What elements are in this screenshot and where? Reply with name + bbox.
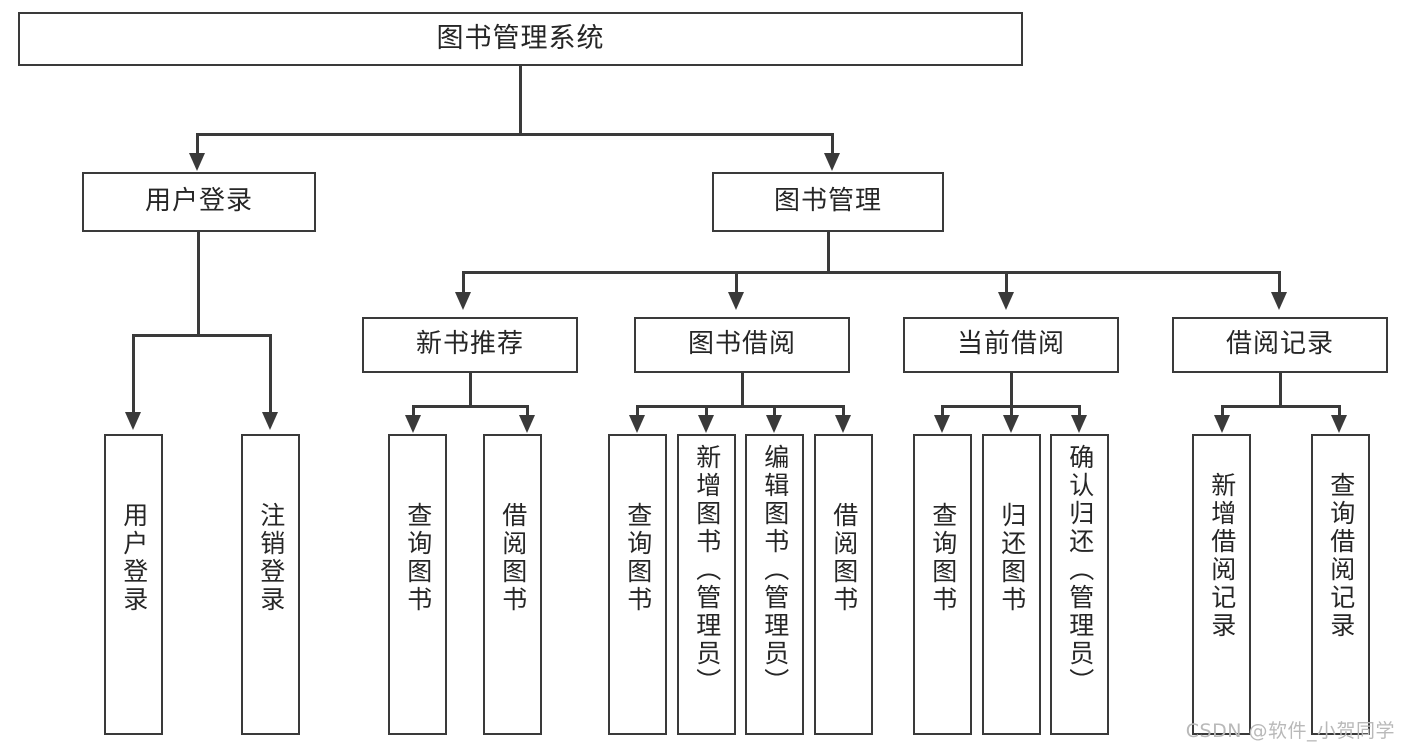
connector-root-split-bar <box>196 133 833 136</box>
node-label: 用户登录 <box>144 186 253 217</box>
connector-book-manage-to-l3-4 <box>1278 271 1281 295</box>
node-label: 借阅图书 <box>498 502 528 614</box>
arrowhead-bb-to-leaf-4 <box>835 415 851 433</box>
node-label: 图书借阅 <box>687 329 796 360</box>
connector-bb-to-leaf-1 <box>636 405 639 419</box>
arrowhead-root-to-user-login <box>189 153 205 171</box>
connector-br-to-leaf-2 <box>1338 405 1341 419</box>
arrowhead-book-manage-to-l3-4 <box>1271 292 1287 310</box>
node-label: 编辑图书（管理员） <box>760 444 790 696</box>
arrowhead-bb-to-leaf-2 <box>698 415 714 433</box>
node-book-borrow[interactable]: 图书借阅 <box>634 317 850 373</box>
node-label: 新增图书（管理员） <box>692 444 722 696</box>
node-label: 新书推荐 <box>415 329 524 360</box>
node-borrow-record[interactable]: 借阅记录 <box>1172 317 1388 373</box>
connector-book-manage-to-l3-2 <box>735 271 738 295</box>
connector-book-borrow-split-bar <box>636 405 844 408</box>
node-label: 查询图书 <box>928 502 958 614</box>
leaf-node-logout-login[interactable]: 注销登录 <box>241 434 300 735</box>
connector-borrow-record-stem <box>1279 373 1282 407</box>
connector-new-book-recommend-split-bar <box>412 405 528 408</box>
connector-book-borrow-stem <box>741 373 744 407</box>
leaf-node-add-book[interactable]: 新增图书（管理员） <box>677 434 736 735</box>
node-current-borrow[interactable]: 当前借阅 <box>903 317 1119 373</box>
arrowhead-bb-to-leaf-1 <box>629 415 645 433</box>
leaf-node-add-borrow-record[interactable]: 新增借阅记录 <box>1192 434 1251 735</box>
node-label: 归还图书 <box>997 502 1027 614</box>
leaf-node-query-book-recommend[interactable]: 查询图书 <box>388 434 447 735</box>
node-label: 注销登录 <box>256 502 286 614</box>
connector-new-book-recommend-stem <box>469 373 472 407</box>
arrowhead-nbr-to-leaf-2 <box>519 415 535 433</box>
connector-bb-to-leaf-2 <box>705 405 708 419</box>
connector-root-stem <box>519 66 522 135</box>
connector-borrow-record-split-bar <box>1221 405 1340 408</box>
arrowhead-bb-to-leaf-3 <box>766 415 782 433</box>
connector-book-manage-split-bar <box>462 271 1280 274</box>
connector-cb-to-leaf-2 <box>1010 405 1013 419</box>
connector-book-manage-stem <box>827 232 830 273</box>
arrowhead-cb-to-leaf-1 <box>934 415 950 433</box>
arrowhead-cb-to-leaf-2 <box>1003 415 1019 433</box>
connector-br-to-leaf-1 <box>1221 405 1224 419</box>
node-label: 查询图书 <box>403 502 433 614</box>
connector-nbr-to-leaf-1 <box>412 405 415 419</box>
leaf-node-return-book[interactable]: 归还图书 <box>982 434 1041 735</box>
connector-cb-to-leaf-3 <box>1078 405 1081 419</box>
node-label: 用户登录 <box>119 502 149 614</box>
connector-root-to-book-manage <box>831 133 834 158</box>
connector-book-manage-to-l3-3 <box>1005 271 1008 295</box>
arrowhead-nbr-to-leaf-1 <box>405 415 421 433</box>
connector-user-login-to-leaf-2 <box>269 334 272 416</box>
arrowhead-br-to-leaf-2 <box>1331 415 1347 433</box>
connector-user-login-split-bar <box>132 334 271 337</box>
connector-user-login-to-leaf-1 <box>132 334 135 416</box>
connector-root-to-user-login <box>196 133 199 158</box>
leaf-node-user-login[interactable]: 用户登录 <box>104 434 163 735</box>
arrowhead-user-login-to-leaf-1 <box>125 412 141 430</box>
leaf-node-edit-book[interactable]: 编辑图书（管理员） <box>745 434 804 735</box>
node-label: 查询借阅记录 <box>1326 472 1356 640</box>
arrowhead-user-login-to-leaf-2 <box>262 412 278 430</box>
node-label: 查询图书 <box>623 502 653 614</box>
arrowhead-root-to-book-manage <box>824 153 840 171</box>
connector-user-login-stem <box>197 232 200 336</box>
csdn-watermark: CSDN @软件_小贺同学 <box>1185 720 1395 742</box>
connector-nbr-to-leaf-2 <box>526 405 529 419</box>
node-label: 确认归还（管理员） <box>1065 444 1095 696</box>
leaf-node-query-borrow-record[interactable]: 查询借阅记录 <box>1311 434 1370 735</box>
arrowhead-book-manage-to-l3-2 <box>728 292 744 310</box>
node-book-management[interactable]: 图书管理 <box>712 172 944 232</box>
arrowhead-book-manage-to-l3-3 <box>998 292 1014 310</box>
node-label: 借阅图书 <box>829 502 859 614</box>
connector-bb-to-leaf-4 <box>842 405 845 419</box>
leaf-node-borrow-book-recommend[interactable]: 借阅图书 <box>483 434 542 735</box>
leaf-node-confirm-return[interactable]: 确认归还（管理员） <box>1050 434 1109 735</box>
node-label: 当前借阅 <box>956 329 1065 360</box>
connector-cb-to-leaf-1 <box>941 405 944 419</box>
connector-bb-to-leaf-3 <box>773 405 776 419</box>
leaf-node-borrow-book[interactable]: 借阅图书 <box>814 434 873 735</box>
arrowhead-br-to-leaf-1 <box>1214 415 1230 433</box>
leaf-node-query-book-borrow[interactable]: 查询图书 <box>608 434 667 735</box>
connector-current-borrow-stem <box>1010 373 1013 407</box>
node-label: 图书管理系统 <box>436 23 605 55</box>
node-book-management-system[interactable]: 图书管理系统 <box>18 12 1023 66</box>
node-new-book-recommend[interactable]: 新书推荐 <box>362 317 578 373</box>
node-label: 图书管理 <box>773 186 882 217</box>
arrowhead-book-manage-to-l3-1 <box>455 292 471 310</box>
connector-book-manage-to-l3-1 <box>462 271 465 295</box>
node-user-login[interactable]: 用户登录 <box>82 172 316 232</box>
node-label: 新增借阅记录 <box>1207 472 1237 640</box>
node-label: 借阅记录 <box>1225 329 1334 360</box>
leaf-node-query-book-current[interactable]: 查询图书 <box>913 434 972 735</box>
arrowhead-cb-to-leaf-3 <box>1071 415 1087 433</box>
